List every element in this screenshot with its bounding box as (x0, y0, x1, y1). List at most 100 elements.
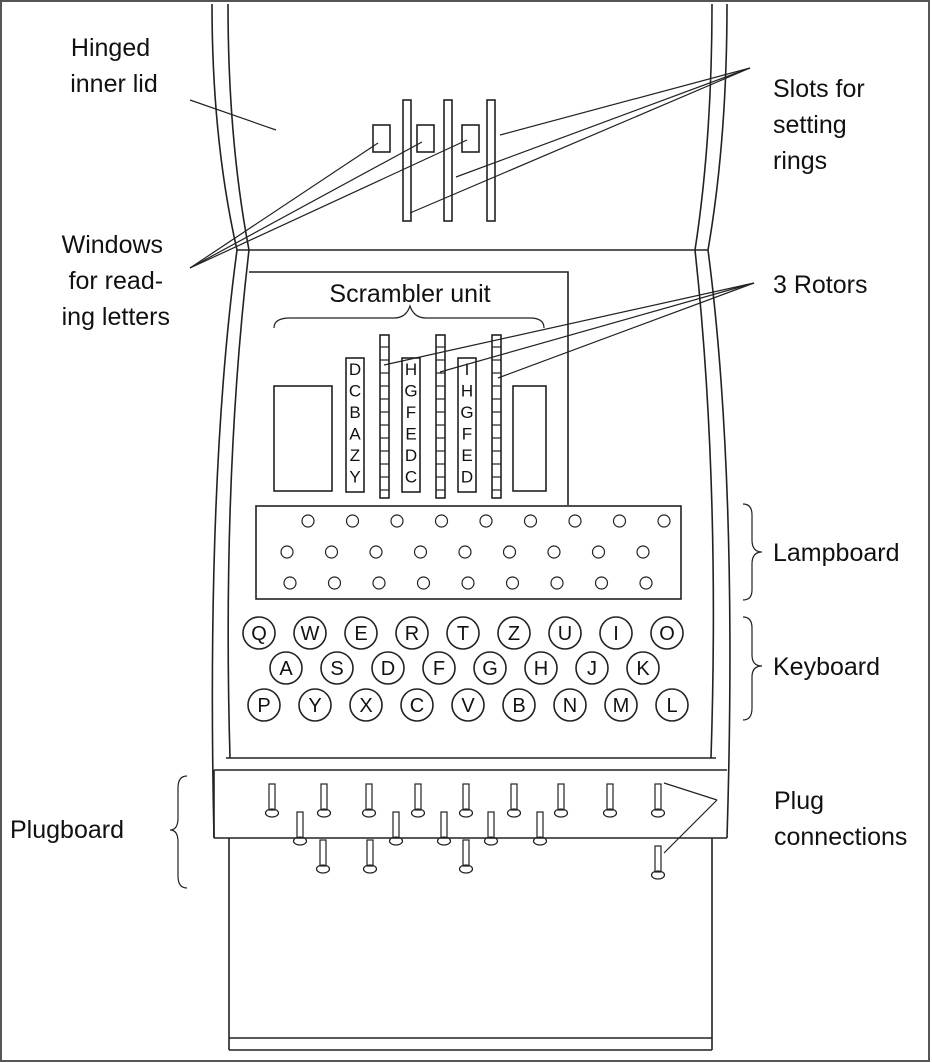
key-letter: H (534, 658, 548, 680)
rotor-letter: G (404, 382, 417, 401)
rotor-thumbwheel (435, 334, 446, 499)
plug (483, 811, 499, 846)
key-l: L (655, 688, 689, 722)
lamp (612, 514, 627, 528)
key-cap (269, 651, 303, 685)
key-cap (293, 616, 327, 650)
key-letter: W (301, 623, 320, 645)
rotor-letter: F (462, 425, 472, 444)
plug (532, 811, 548, 846)
key-cap (298, 688, 332, 722)
rotor-letter: A (349, 425, 361, 444)
plug-base (264, 808, 280, 818)
plug-pin (654, 783, 662, 811)
key-letter: O (659, 623, 675, 645)
key-cap (451, 688, 485, 722)
plug-pin (487, 811, 495, 839)
key-cap (604, 688, 638, 722)
key-letter: I (613, 623, 619, 645)
scrambler-unit (249, 271, 569, 505)
rotor-letter: D (461, 468, 473, 487)
key-letter: R (405, 623, 419, 645)
lamp (416, 576, 431, 590)
plug-base (650, 870, 666, 880)
key-cap (553, 688, 587, 722)
key-letter: Q (251, 623, 267, 645)
key-cap (473, 651, 507, 685)
key-letter: L (666, 695, 677, 717)
key-letter: K (636, 658, 650, 680)
plug (602, 783, 618, 818)
key-letter: A (279, 658, 293, 680)
lamp (639, 576, 653, 590)
lampboard-label: Lampboard (773, 539, 899, 567)
lamp (280, 545, 294, 559)
plug-base (292, 836, 308, 846)
key-letter: G (482, 658, 498, 680)
key-y: Y (298, 688, 332, 722)
rotor-letter: B (349, 403, 360, 422)
key-x: X (349, 688, 383, 722)
key-u: U (548, 616, 582, 650)
lamp (594, 576, 609, 590)
lampboard-lamps (280, 514, 671, 590)
plug-base (315, 864, 331, 874)
key-letter: V (461, 695, 475, 717)
rotor-letter: G (460, 403, 473, 422)
key-cap (422, 651, 456, 685)
key-letter: X (359, 695, 372, 717)
plug-base (506, 808, 522, 818)
key-cap (242, 616, 276, 650)
rotor-letter: D (349, 360, 361, 379)
plug (292, 811, 308, 846)
plug-pin (462, 783, 470, 811)
plug (388, 811, 404, 846)
lampboard-brace (742, 503, 763, 601)
hinged-inner-lid-label: Hinged inner lid (70, 34, 158, 98)
plug-pin (536, 811, 544, 839)
key-letter: J (587, 658, 597, 680)
plug (315, 839, 331, 874)
lamp (550, 576, 564, 590)
key-w: W (293, 616, 327, 650)
plug (362, 839, 378, 874)
lamp (324, 545, 339, 559)
rotor-letter: H (405, 360, 417, 379)
key-cap (320, 651, 354, 685)
rotor-letter: Y (349, 468, 360, 487)
plug (650, 783, 666, 818)
key-p: P (247, 688, 281, 722)
rotor-letter: C (405, 468, 417, 487)
rotor-letter: I (465, 360, 470, 379)
key-letter: F (433, 658, 445, 680)
lamp (390, 514, 404, 528)
lampboard-panel (255, 505, 682, 600)
key-h: H (524, 651, 558, 685)
key-letter: B (512, 695, 525, 717)
key-cap (502, 688, 536, 722)
key-m: M (604, 688, 638, 722)
key-cap (400, 688, 434, 722)
lamp (461, 576, 475, 590)
plug-base (532, 836, 548, 846)
plug-base (362, 864, 378, 874)
lamp (479, 514, 493, 528)
key-cap (524, 651, 558, 685)
plug-connections-label: Plug connections (774, 787, 907, 851)
lamp (458, 545, 472, 559)
key-f: F (422, 651, 456, 685)
lamp (568, 514, 582, 528)
key-letter: D (381, 658, 395, 680)
plug-base (458, 864, 474, 874)
key-letter: M (613, 695, 630, 717)
key-letter: T (457, 623, 469, 645)
plug (316, 783, 332, 818)
key-k: K (626, 651, 660, 685)
plug (458, 839, 474, 874)
lamp (434, 514, 449, 528)
key-letter: P (257, 695, 270, 717)
